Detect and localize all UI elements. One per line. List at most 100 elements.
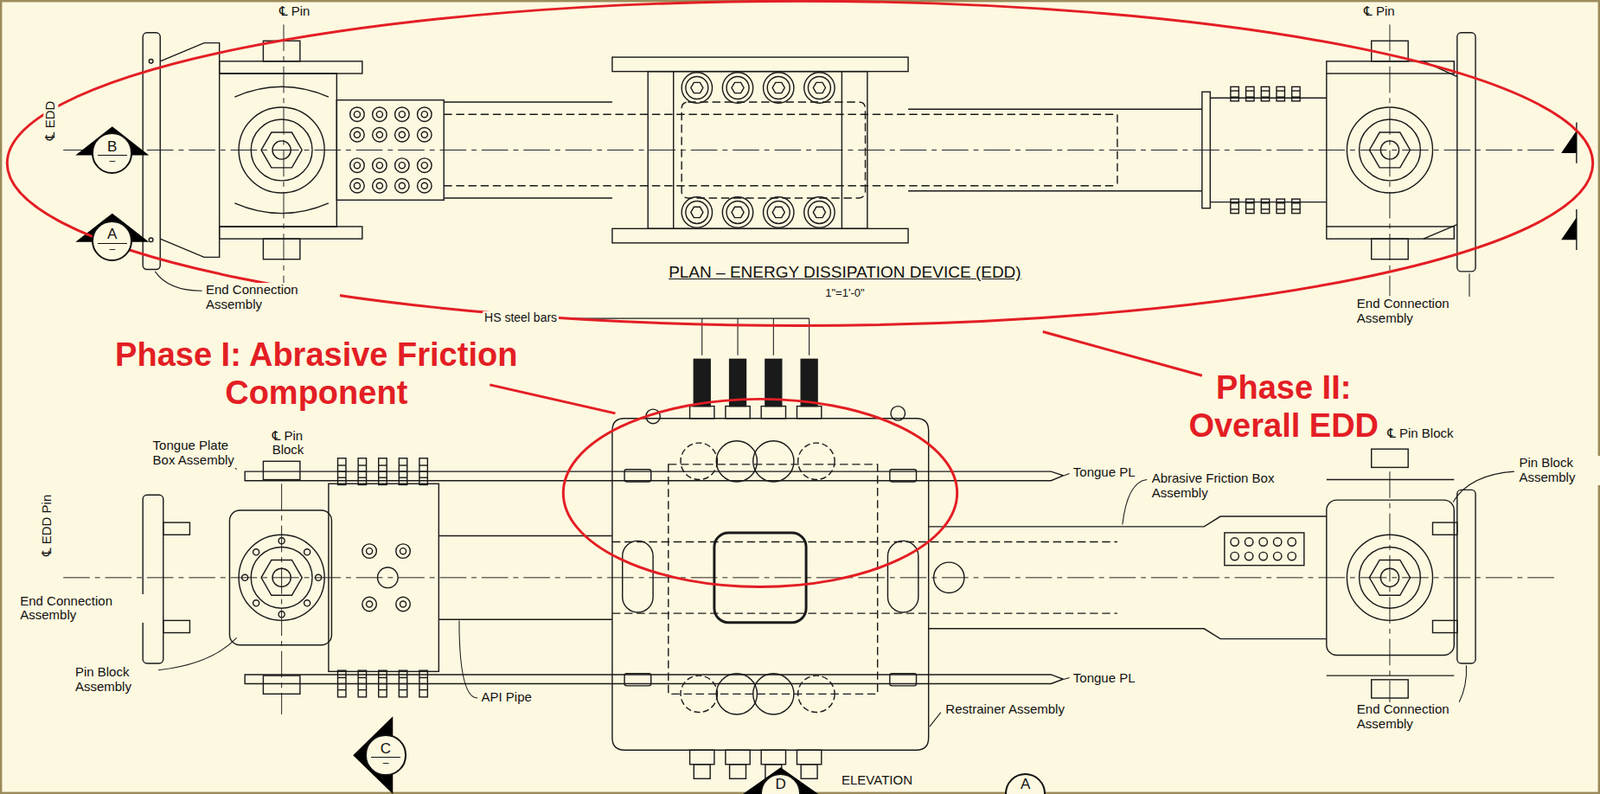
elevation-view bbox=[690, 406, 715, 419]
elevation-view bbox=[725, 406, 750, 419]
plan-view bbox=[1292, 86, 1300, 102]
plan-view bbox=[372, 128, 388, 143]
leader-line bbox=[1122, 480, 1147, 525]
plan-view bbox=[350, 107, 365, 122]
plan-view bbox=[612, 228, 909, 244]
elevation-view bbox=[362, 544, 378, 559]
elevation-view bbox=[281, 483, 282, 715]
part-label: ℄ Pin Block bbox=[270, 428, 318, 459]
part-label: PLAN – ENERGY DISSIPATION DEVICE (EDD) bbox=[666, 262, 1024, 282]
leader-line bbox=[1452, 471, 1515, 502]
elevation-view bbox=[928, 516, 1327, 640]
plan-view bbox=[350, 158, 365, 173]
part-label: HS steel bars bbox=[482, 311, 559, 326]
elevation-view bbox=[1244, 551, 1253, 560]
plan-view bbox=[1423, 61, 1458, 239]
elevation-view bbox=[163, 522, 191, 535]
elevation-view bbox=[362, 596, 378, 612]
plan-view bbox=[1276, 86, 1285, 102]
elevation-view bbox=[398, 458, 407, 486]
section-letter: C bbox=[380, 741, 391, 758]
elevation-view bbox=[1287, 537, 1296, 546]
plan-view bbox=[63, 24, 1577, 296]
plan-view bbox=[238, 107, 325, 193]
red-callout bbox=[563, 398, 957, 587]
elevation-view bbox=[716, 441, 757, 482]
plan-view bbox=[681, 102, 865, 199]
plan-view bbox=[443, 114, 1118, 186]
part-label: ℄ EDD bbox=[44, 98, 59, 141]
section-triangle bbox=[1561, 130, 1577, 154]
elevation-view bbox=[358, 458, 366, 486]
elevation-view bbox=[238, 534, 325, 621]
elevation-view bbox=[304, 549, 311, 556]
plan-view bbox=[417, 179, 433, 194]
elevation-view bbox=[890, 406, 906, 422]
elevation-view bbox=[889, 469, 917, 482]
sheet-number: – bbox=[371, 756, 401, 769]
elevation-view bbox=[612, 542, 1118, 615]
elevation-view bbox=[612, 418, 929, 750]
elevation-view bbox=[1259, 551, 1268, 560]
sheet-number: – bbox=[97, 154, 128, 167]
plan-view bbox=[1388, 24, 1390, 296]
section-triangle bbox=[75, 126, 149, 155]
plan-view bbox=[417, 158, 433, 173]
elevation-view bbox=[253, 549, 260, 556]
part-label: Tongue Plate Box Assembly bbox=[151, 438, 252, 468]
elevation-view bbox=[798, 675, 835, 712]
plan-view bbox=[219, 73, 338, 227]
elevation-view bbox=[753, 441, 794, 482]
elevation-view bbox=[244, 471, 1063, 481]
elevation-view bbox=[1457, 489, 1476, 664]
elevation-view bbox=[338, 458, 346, 486]
elevation-view bbox=[1433, 620, 1458, 633]
part-label: API Pipe bbox=[480, 690, 534, 705]
elevation-view bbox=[396, 544, 411, 559]
elevation-view bbox=[1371, 448, 1408, 468]
elevation-view bbox=[242, 574, 249, 581]
elevation-view bbox=[396, 596, 411, 612]
elevation-view bbox=[438, 535, 613, 620]
elevation-view bbox=[761, 406, 786, 419]
elevation-view bbox=[1273, 551, 1281, 560]
elevation-view bbox=[377, 567, 399, 589]
section-letter: B bbox=[107, 139, 117, 156]
plan-view bbox=[395, 107, 410, 122]
elevation-view bbox=[693, 358, 711, 406]
plan-view bbox=[219, 226, 363, 239]
plan-view bbox=[262, 238, 300, 260]
elevation-view bbox=[63, 576, 1556, 578]
leader-line bbox=[1064, 677, 1070, 679]
leader-line bbox=[1064, 473, 1070, 475]
elevation-view bbox=[1388, 471, 1390, 715]
plan-view bbox=[160, 43, 219, 258]
plan-view bbox=[1202, 91, 1210, 209]
plan-view bbox=[1371, 238, 1408, 260]
elevation-view bbox=[668, 464, 878, 694]
elevation-view bbox=[419, 458, 428, 486]
part-label: ℄ Pin Block bbox=[1385, 426, 1455, 442]
plan-view bbox=[1276, 198, 1285, 214]
elevation-view bbox=[753, 673, 794, 715]
part-label: End Connection Assembly bbox=[1355, 702, 1482, 732]
part-label: ℄ EDD Pin bbox=[39, 492, 55, 558]
plan-view bbox=[1346, 107, 1433, 193]
elevation-view bbox=[1287, 551, 1296, 560]
elevation-view bbox=[1224, 532, 1305, 566]
plan-view bbox=[443, 102, 613, 199]
red-callout bbox=[6, 0, 1593, 326]
plan-view bbox=[148, 237, 154, 243]
elevation-view bbox=[262, 675, 300, 694]
elevation-view bbox=[798, 442, 835, 480]
elevation-view bbox=[278, 611, 285, 618]
plan-view bbox=[804, 197, 835, 228]
plan-view bbox=[1292, 198, 1300, 214]
elevation-view bbox=[315, 574, 322, 581]
plan-view bbox=[1325, 73, 1327, 227]
part-label: Restrainer Assembly bbox=[943, 702, 1067, 717]
elevation-view bbox=[1230, 551, 1239, 560]
part-label: Pin Block Assembly bbox=[73, 665, 159, 695]
